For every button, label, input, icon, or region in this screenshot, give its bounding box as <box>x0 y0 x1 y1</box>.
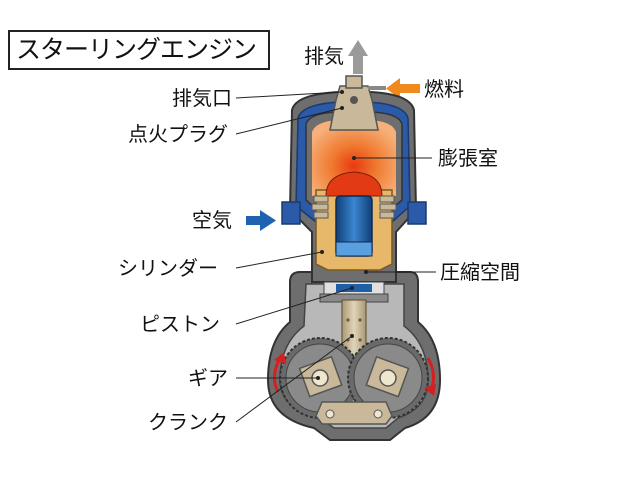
displacer-fins <box>311 195 397 219</box>
label-exhaust-port: 排気口 <box>172 86 232 110</box>
rotation-arrow-left <box>273 352 286 393</box>
label-expansion-chamber: 膨張室 <box>438 146 498 170</box>
fuel-arrow <box>386 78 420 99</box>
right-gear <box>347 337 429 419</box>
label-crank: クランク <box>148 410 228 434</box>
leader-dots <box>316 90 368 380</box>
exhaust-arrow <box>348 40 368 74</box>
label-fuel: 燃料 <box>424 77 464 101</box>
rotation-arrow-right <box>424 357 436 396</box>
label-cylinder: シリンダー <box>118 256 218 280</box>
leader-lines <box>235 91 436 423</box>
air-inlet-left <box>281 201 301 225</box>
air-arrow <box>246 210 276 231</box>
label-gear: ギア <box>188 366 228 390</box>
label-spark-plug: 点火プラグ <box>128 122 228 146</box>
label-piston: ピストン <box>140 312 220 336</box>
piston-dome <box>325 171 383 197</box>
label-air: 空気 <box>192 208 232 232</box>
diagram-title: スターリングエンジン <box>8 30 270 70</box>
label-exhaust: 排気 <box>304 44 344 68</box>
label-compression-space: 圧縮空間 <box>440 260 520 284</box>
crank-yoke <box>315 401 393 425</box>
air-inlet-right <box>407 201 427 225</box>
exhaust-head <box>329 75 386 131</box>
compression-ring <box>319 281 389 303</box>
displacer-base <box>335 241 373 257</box>
